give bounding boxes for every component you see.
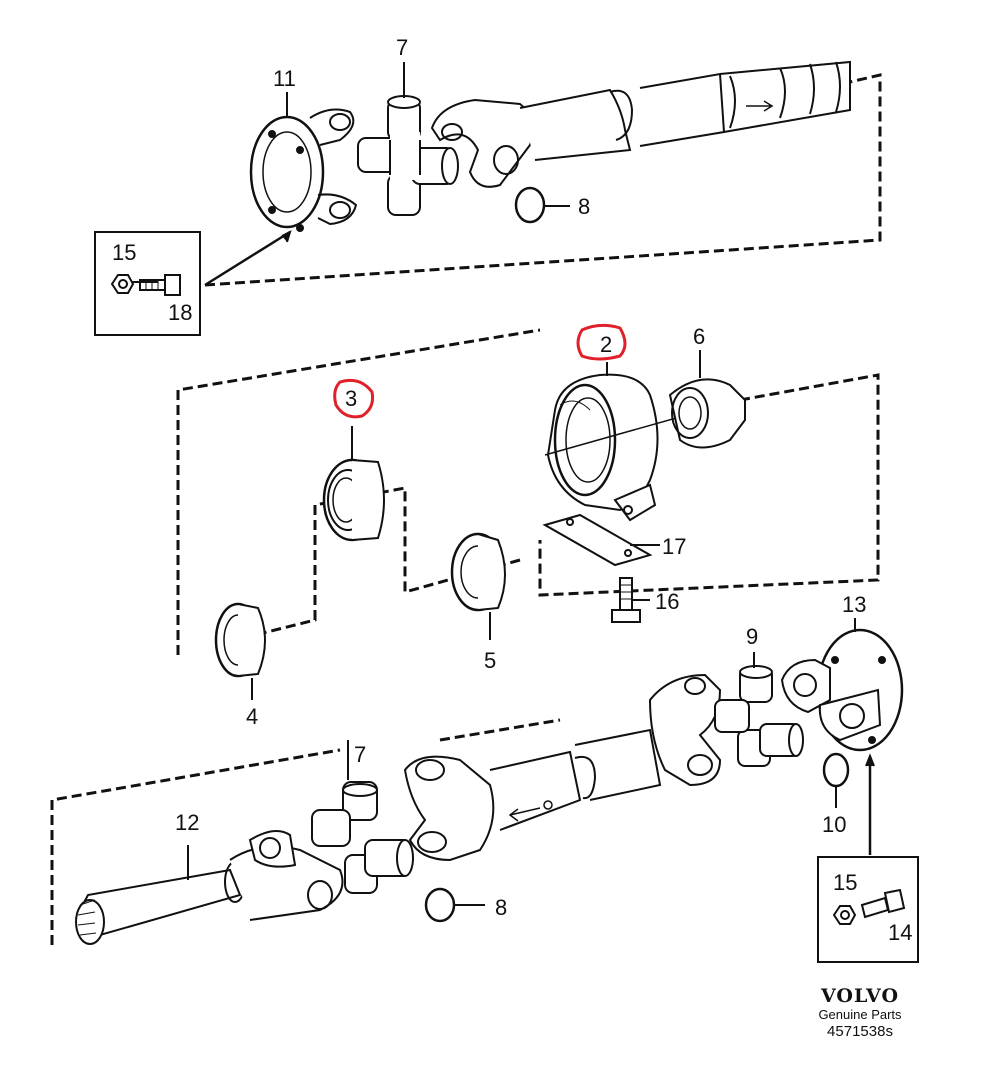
- callout-label: 3: [345, 386, 357, 411]
- nut-icon: [110, 274, 135, 294]
- plate-17: [542, 513, 653, 567]
- circlip-8-bottom: [424, 887, 456, 923]
- circlip-8-top: [514, 186, 546, 224]
- callout-label: 14: [888, 920, 912, 945]
- ball-bearing-3: [322, 458, 385, 542]
- center-bearing-group: [176, 328, 880, 700]
- callout-label: 11: [273, 66, 296, 91]
- brand-block: VOLVO Genuine Parts 4571538s: [795, 985, 925, 1040]
- seal-ring-4: [214, 602, 266, 678]
- circlip-10: [822, 752, 850, 788]
- front-shaft-group: [125, 60, 882, 287]
- callout-label: 6: [693, 324, 705, 349]
- callout-label: 18: [168, 300, 192, 325]
- support-housing-2: [544, 373, 741, 522]
- screw-16: [611, 577, 641, 623]
- highlight-marks: [333, 323, 627, 419]
- yoke-bottom: [403, 755, 495, 862]
- bolt-icon: [139, 274, 181, 296]
- seal-ring-5: [450, 532, 506, 612]
- callout-labels: 11 7 8 15 18 2 6 3 17 16 5 4 13 9 7 12 1…: [112, 35, 912, 945]
- callout-label: 15: [833, 870, 857, 895]
- callout-label: 7: [396, 35, 408, 60]
- shaft-tube-bottom: [489, 728, 662, 831]
- flange-13: [780, 628, 904, 752]
- front-shaft-dashed-frame: [204, 73, 882, 287]
- shaft-tube-top: [519, 60, 851, 161]
- rubber-bush-6: [668, 378, 746, 449]
- callout-label: 7: [354, 742, 366, 767]
- yoke-top: [430, 98, 535, 188]
- callout-label: 17: [662, 534, 686, 559]
- bolt-box-bottom: [817, 856, 919, 963]
- spider-9: [714, 665, 804, 767]
- yoke-right: [648, 673, 722, 787]
- callout-label: 15: [112, 240, 136, 265]
- rear-shaft-group: [50, 618, 904, 945]
- highlight-ring-3: [333, 378, 374, 419]
- nut-icon: [832, 905, 857, 925]
- callout-label: 8: [495, 895, 507, 920]
- callout-label: 2: [600, 332, 612, 357]
- callout-label: 16: [655, 589, 679, 614]
- callout-label: 5: [484, 648, 496, 673]
- callout-label: 10: [822, 812, 846, 837]
- brand-subtitle: Genuine Parts: [818, 1007, 902, 1022]
- callout-label: 13: [842, 592, 866, 617]
- highlight-ring-2: [576, 323, 627, 361]
- center-bearing-dashed-frame: [176, 328, 880, 655]
- bolt-box-top: [94, 231, 201, 336]
- flange-11: [249, 108, 358, 232]
- splined-stub-12: [75, 830, 344, 945]
- brand-logo: VOLVO: [820, 985, 900, 1007]
- callout-label: 4: [246, 704, 258, 729]
- spider-7-bottom: [311, 781, 414, 894]
- bolt-icon: [860, 888, 906, 919]
- callout-label: 8: [578, 194, 590, 219]
- callout-label: 12: [175, 810, 199, 835]
- callout-label: 9: [746, 624, 758, 649]
- spider-7-top: [357, 95, 459, 216]
- diagram-code: 4571538s: [827, 1023, 893, 1040]
